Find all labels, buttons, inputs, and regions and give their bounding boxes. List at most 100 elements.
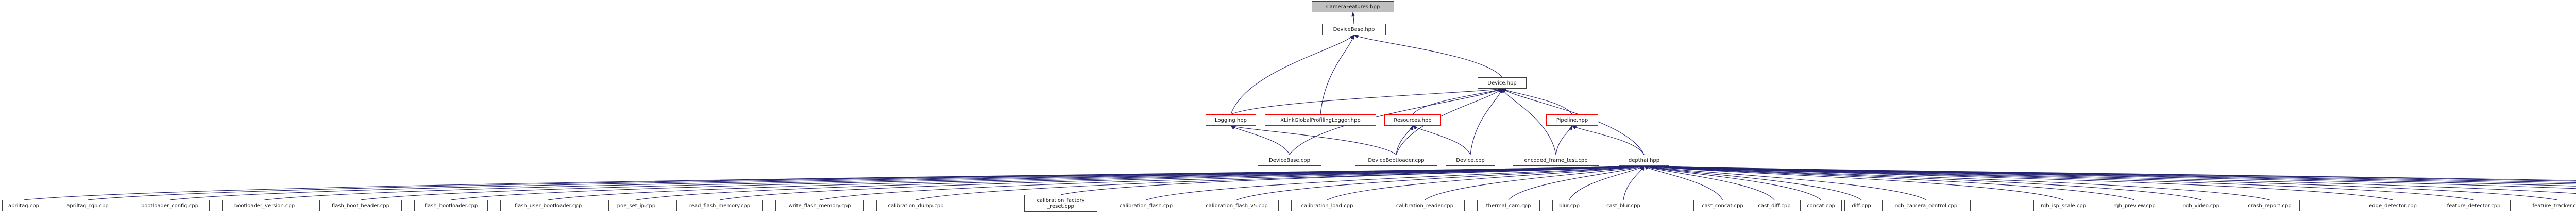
graph-node[interactable]: encoded_frame_test.cpp (1513, 155, 1599, 166)
graph-node[interactable]: cast_diff.cpp (1751, 200, 1798, 211)
graph-node-label: flash_user_bootloader.cpp (514, 203, 582, 209)
graph-node[interactable]: Logging.hpp (1206, 114, 1256, 126)
graph-edge (1643, 164, 2576, 194)
graph-edge (1643, 164, 2558, 200)
graph-node-label: cast_blur.cpp (1606, 203, 1640, 209)
graph-node-label: blur.cpp (1558, 203, 1580, 209)
graph-edge (1643, 164, 2135, 200)
graph-node[interactable]: edge_detector.cpp (2361, 200, 2425, 211)
graph-edge (1571, 125, 1645, 155)
graph-node-label: crash_report.cpp (2248, 203, 2292, 209)
graph-node-label: write_flash_memory.cpp (788, 203, 851, 209)
graph-node[interactable]: CameraFeatures.hpp (1312, 1, 1394, 12)
graph-node-label: rgb_preview.cpp (2113, 203, 2156, 209)
graph-edge (1643, 164, 2202, 200)
graph-node-label: feature_detector.cpp (2447, 203, 2501, 209)
graph-node[interactable]: Device.hpp (1478, 77, 1527, 89)
graph-node[interactable]: calibration_flash_v5.cpp (1195, 200, 1279, 211)
graph-node-label: calibration_reader.cpp (1396, 203, 1454, 209)
graph-node[interactable]: feature_detector.cpp (2437, 200, 2511, 211)
graph-node[interactable]: diff.cpp (1844, 200, 1878, 211)
graph-edge (719, 164, 1645, 200)
graph-edge (1643, 164, 2474, 200)
graph-node[interactable]: rgb_preview.cpp (2106, 200, 2163, 211)
graph-node[interactable]: DeviceBootloader.cpp (1355, 155, 1437, 166)
graph-edge (1643, 164, 2576, 187)
graph-node[interactable]: apriltag_rgb.cpp (58, 200, 117, 211)
graph-node-label: rgb_isp_scale.cpp (2040, 203, 2087, 209)
graph-edge (1569, 165, 1645, 200)
graph-node[interactable]: flash_user_bootloader.cpp (500, 200, 596, 211)
graph-edge (1230, 34, 1355, 115)
graph-node[interactable]: rgb_video.cpp (2176, 200, 2227, 211)
graph-node[interactable]: read_flash_memory.cpp (676, 200, 763, 211)
graph-node[interactable]: crash_report.cpp (2240, 200, 2300, 211)
graph-node-label: CameraFeatures.hpp (1326, 4, 1380, 10)
graph-node[interactable]: thermal_cam.cpp (1477, 200, 1540, 211)
graph-edge (1351, 11, 1355, 24)
graph-node-label: rgb_camera_control.cpp (1895, 203, 1958, 209)
graph-node[interactable]: Pipeline.hpp (1546, 114, 1598, 126)
graph-edge (1425, 165, 1645, 200)
graph-node-label: Pipeline.hpp (1556, 117, 1588, 123)
graph-node[interactable]: write_flash_memory.cpp (775, 200, 864, 211)
graph-node[interactable]: Resources.hpp (1384, 114, 1441, 126)
graph-edge (1643, 165, 1862, 200)
graph-node[interactable]: calibration_flash.cpp (1110, 200, 1182, 211)
graph-edge (1060, 164, 1645, 195)
graph-node-label: apriltag.cpp (8, 203, 39, 209)
graph-edge (264, 164, 1645, 200)
graph-node[interactable]: XLinkGlobalProfilingLogger.hpp (1265, 114, 1376, 126)
graph-node[interactable]: flash_boot_header.cpp (319, 200, 402, 211)
graph-node[interactable]: rgb_camera_control.cpp (1882, 200, 1971, 211)
graph-node[interactable]: bootloader_config.cpp (130, 200, 210, 211)
graph-node[interactable]: depthai.hpp (1619, 155, 1669, 166)
graph-node-label: bootloader_config.cpp (141, 203, 199, 209)
graph-node-label: flash_boot_header.cpp (331, 203, 390, 209)
graph-node[interactable]: blur.cpp (1552, 200, 1586, 211)
graph-edge (636, 164, 1645, 200)
graph-edge (1643, 164, 2576, 189)
graph-edge (1508, 165, 1645, 200)
graph-edge (1327, 165, 1645, 200)
graph-node-label: diff.cpp (1852, 203, 1871, 209)
graph-node-label: calibration_factory _reset.cpp (1037, 197, 1085, 209)
graph-edge (1146, 164, 1645, 200)
graph-node[interactable]: calibration_dump.cpp (876, 200, 955, 211)
graph-node[interactable]: bootloader_version.cpp (222, 200, 307, 211)
graph-node-label: depthai.hpp (1628, 157, 1660, 163)
graph-node[interactable]: DeviceBase.cpp (1258, 155, 1321, 166)
graph-node[interactable]: rgb_isp_scale.cpp (2033, 200, 2093, 211)
graph-node-label: rgb_video.cpp (2183, 203, 2220, 209)
graph-node-label: XLinkGlobalProfilingLogger.hpp (1280, 117, 1361, 123)
graph-node-label: encoded_frame_test.cpp (1524, 157, 1588, 163)
graph-edge (1643, 164, 2064, 200)
graph-edge (1643, 165, 1723, 200)
graph-node-label: DeviceBootloader.cpp (1368, 157, 1425, 163)
graph-edge (1643, 164, 2576, 182)
graph-node[interactable]: concat.cpp (1800, 200, 1842, 211)
graph-node[interactable]: poe_set_ip.cpp (608, 200, 664, 211)
graph-node[interactable]: calibration_factory _reset.cpp (1024, 195, 1097, 212)
graph-edge (1555, 125, 1573, 155)
graph-node-label: poe_set_ip.cpp (617, 203, 656, 209)
graph-edge (1643, 165, 1775, 200)
graph-node[interactable]: DeviceBase.hpp (1322, 24, 1386, 35)
graph-edge (1230, 125, 1290, 155)
graph-node[interactable]: feature_tracker.cpp (2523, 200, 2576, 211)
graph-node[interactable]: flash_bootloader.cpp (414, 200, 488, 211)
graph-edge (1623, 165, 1645, 200)
graph-edge (1412, 88, 1503, 115)
graph-node-label: DeviceBase.cpp (1269, 157, 1310, 163)
graph-node[interactable]: Device.cpp (1446, 155, 1495, 166)
graph-edge (1230, 87, 1503, 115)
graph-node[interactable]: apriltag.cpp (2, 200, 45, 211)
graph-node-label: Device.cpp (1456, 157, 1485, 163)
graph-node[interactable]: cast_blur.cpp (1599, 200, 1648, 211)
graph-edge (1643, 164, 2393, 200)
graph-node[interactable]: calibration_load.cpp (1291, 200, 1363, 211)
graph-node[interactable]: cast_concat.cpp (1693, 200, 1752, 211)
graph-node[interactable]: calibration_reader.cpp (1385, 200, 1465, 211)
